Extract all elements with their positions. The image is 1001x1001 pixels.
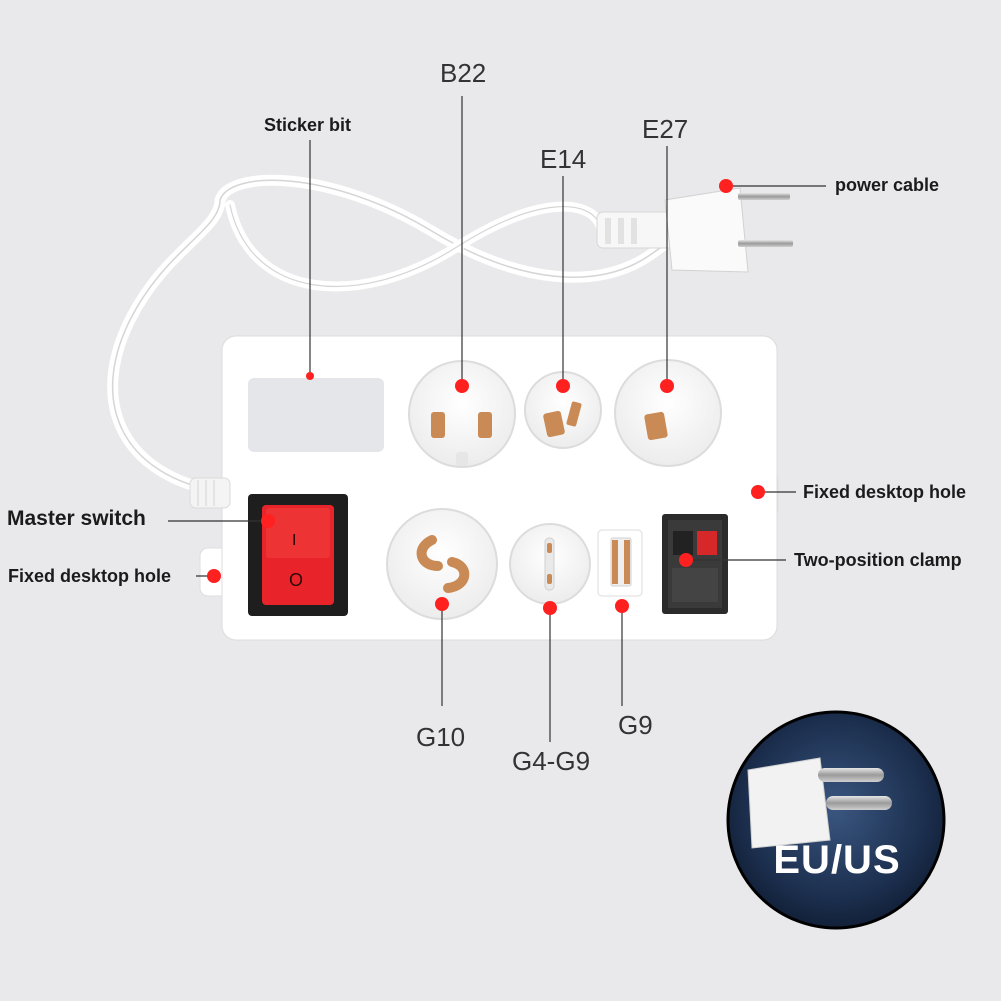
marker-dot (556, 379, 570, 393)
socket-g4-g9 (509, 523, 591, 605)
socket-g9 (597, 529, 643, 597)
socket-e27 (614, 359, 722, 467)
socket-g10 (386, 508, 498, 620)
plug-pin (738, 240, 793, 247)
eu-plug-pin (818, 768, 884, 782)
master-switch[interactable] (248, 494, 348, 616)
label-b22: B22 (440, 58, 487, 88)
marker-dot (543, 601, 557, 615)
marker-dot (719, 179, 733, 193)
two-position-clamp[interactable] (662, 514, 728, 614)
plug-pin (738, 193, 790, 200)
label-sticker-bit: Sticker bit (264, 115, 352, 135)
label-fixed-hole-right: Fixed desktop hole (803, 482, 967, 502)
label-fixed-hole-left: Fixed desktop hole (8, 566, 172, 586)
label-g10: G10 (416, 722, 466, 752)
label-power-cable: power cable (835, 175, 940, 195)
leader-lines (168, 96, 826, 742)
label-master-switch: Master switch (7, 507, 146, 530)
marker-dot (261, 514, 275, 528)
label-g4-g9: G4-G9 (512, 746, 591, 776)
switch-on-mark: I (292, 532, 297, 549)
marker-dot (679, 553, 693, 567)
marker-dot (615, 599, 629, 613)
socket-b22 (408, 360, 516, 468)
badge-text: EU/US (773, 838, 901, 882)
label-g9: G9 (618, 710, 653, 740)
marker-dot (660, 379, 674, 393)
marker-dot (751, 485, 765, 499)
power-plug (596, 187, 793, 273)
sticker-area (248, 378, 384, 452)
eu-plug-pin (826, 796, 892, 810)
marker-dot (455, 379, 469, 393)
marker-dot (207, 569, 221, 583)
switch-off-mark: O (289, 570, 304, 590)
marker-dot (435, 597, 449, 611)
eu-us-badge (726, 710, 946, 930)
marker-dots (207, 179, 765, 615)
label-e27: E27 (642, 114, 689, 144)
label-e14: E14 (540, 144, 587, 174)
marker-dot (306, 372, 314, 380)
label-two-position-clamp: Two-position clamp (794, 550, 962, 570)
power-cable (107, 174, 706, 496)
